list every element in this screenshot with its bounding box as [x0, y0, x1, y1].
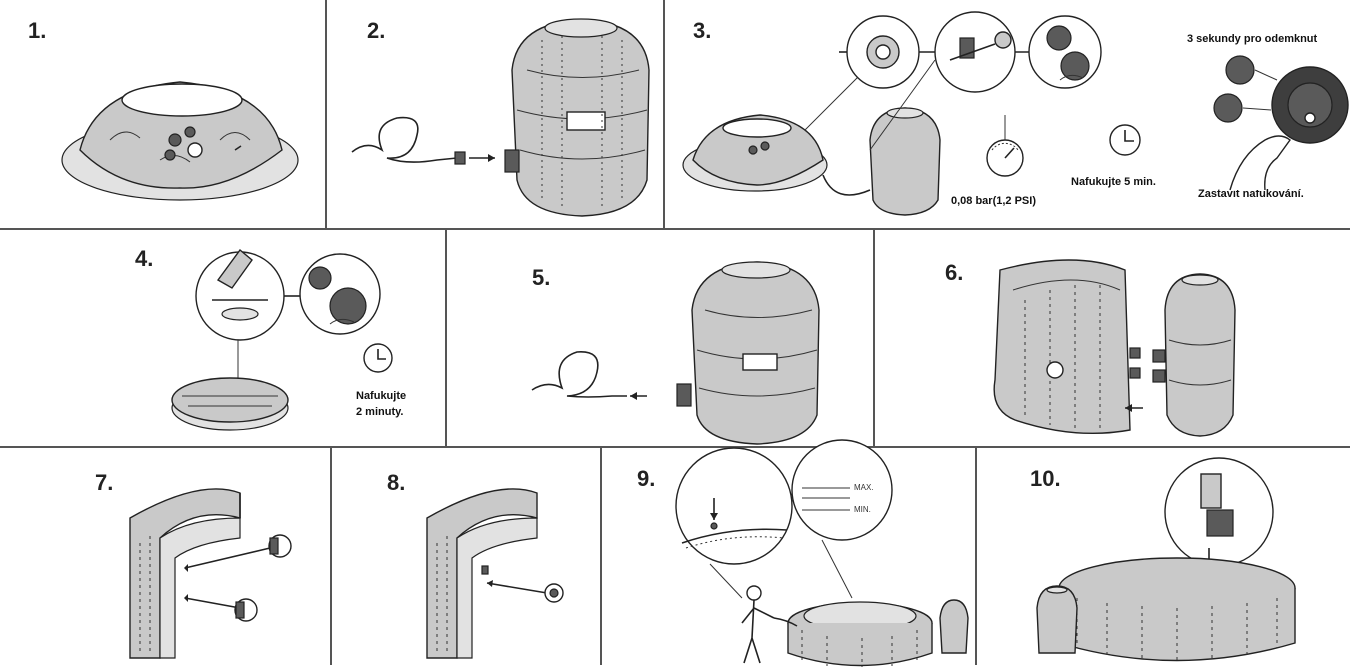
water-level-detail-circle [792, 440, 892, 540]
min-level-label: MIN. [854, 505, 871, 514]
tub-pump-connection-illustration [875, 230, 1350, 448]
panel-step-5: 5. [445, 228, 873, 446]
inflation-illustration [665, 0, 1350, 228]
panel-step-10: 10. [975, 446, 1350, 665]
deflated-tub-illustration [0, 0, 325, 228]
cover-attach-illustration [977, 448, 1350, 667]
panel-step-1: 1. [0, 0, 325, 228]
panel-step-9: 9. MAX. MIN. [600, 446, 975, 665]
lid-inflation-illustration [0, 230, 445, 448]
filter-installation-illustration [0, 448, 330, 667]
panel-step-7: 7. [0, 446, 330, 665]
max-level-label: MAX. [854, 483, 874, 492]
panel-step-8: 8. [330, 446, 600, 665]
pump-and-hose-illustration [327, 0, 665, 228]
cap-installation-illustration [332, 448, 602, 667]
panel-step-2: 2. [325, 0, 663, 228]
panel-step-4: 4. Nafukujte 2 minuty. [0, 228, 445, 446]
panel-step-3: 3. 3 sekundy pro odemknut 0,08 bar(1,2 P… [663, 0, 1350, 228]
panel-step-6: 6. [873, 228, 1350, 446]
hose-connection-circle [935, 12, 1015, 92]
fill-water-illustration: MAX. MIN. [602, 448, 977, 667]
water-detail-circle [676, 448, 792, 564]
pump-hose-removal-illustration [447, 230, 875, 448]
